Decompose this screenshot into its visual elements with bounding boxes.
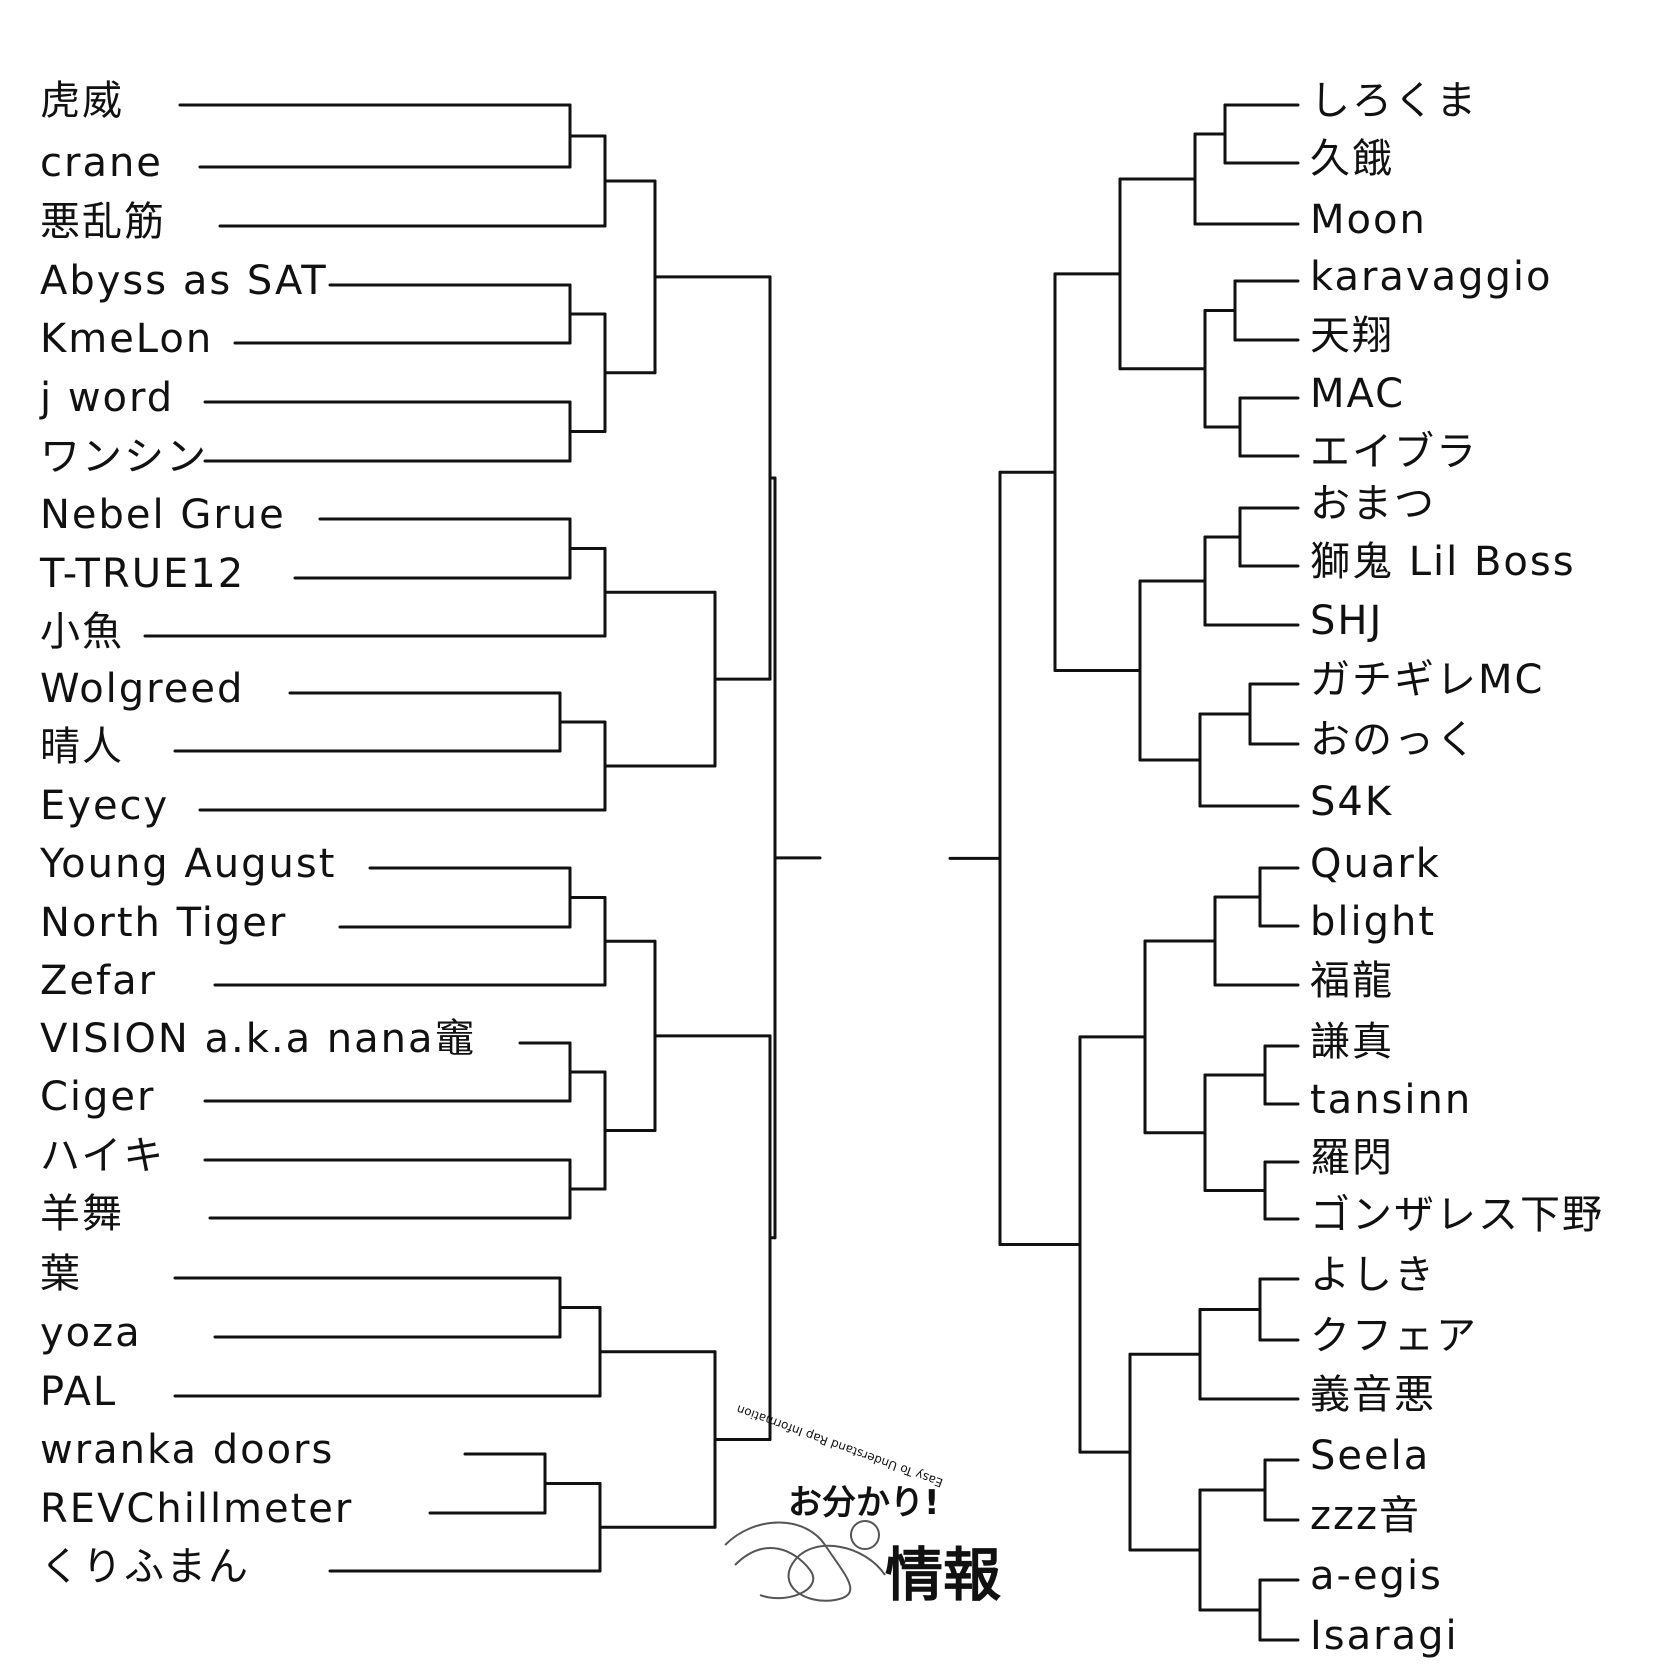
right-entrant-name: 義音悪 [1310,1372,1436,1418]
left-entrant-name: crane [40,140,163,186]
left-entrant-name: KmeLon [40,316,214,362]
right-entrant-name: 天翔 [1310,313,1394,359]
logo-swirl-icon [724,1520,886,1602]
right-entrant-name: S4K [1310,779,1394,825]
left-entrant-name: Abyss as SAT [40,258,328,304]
left-entrant-name: T-TRUE12 [40,551,246,597]
left-entrant-name: くりふまん [40,1544,250,1590]
left-entrant-name: PAL [40,1369,118,1415]
left-entrant-name: North Tiger [40,900,288,946]
right-entrant-name: よしき [1310,1252,1436,1298]
left-entrant-name: Zefar [40,958,158,1004]
left-entrant-name: 小魚 [40,609,124,655]
right-entrant-name: blight [1310,899,1437,945]
right-entrant-name: Moon [1310,197,1427,243]
logo-top-text: お分かり! [788,1483,940,1523]
right-entrant-name: クフェア [1310,1313,1478,1359]
right-entrant-name: Isaragi [1310,1613,1459,1659]
left-entrant-name: VISION a.k.a nana竈 [40,1016,477,1062]
right-entrant-name: MAC [1310,371,1406,417]
left-entrant-name: 悪乱筋 [40,199,166,245]
right-entrant-name: SHJ [1310,598,1384,644]
left-entrant-name: Nebel Grue [40,492,286,538]
left-entrant-name: 羊舞 [40,1191,124,1237]
left-entrant-name: Young August [40,841,337,887]
right-entrant-name: 久餓 [1310,136,1394,182]
left-entrant-name: REVChillmeter [40,1486,354,1532]
left-entrant-name: j word [40,375,175,421]
left-entrant-name: Eyecy [40,783,170,829]
right-entrant-name: しろくま [1310,78,1478,124]
right-entrant-name: Quark [1310,841,1441,887]
right-entrant-name: おまつ [1310,481,1436,527]
right-entrant-name: ゴンザレス下野 [1310,1192,1604,1238]
left-entrant-name: ワンシン [40,434,208,480]
left-entrant-name: 晴人 [40,724,124,770]
right-entrant-name: a-egis [1310,1553,1443,1599]
right-entrant-name: karavaggio [1310,254,1553,300]
right-entrant-name: 福龍 [1310,958,1394,1004]
left-entrant-name: wranka doors [40,1427,335,1473]
right-entrant-name: ガチギレMC [1310,657,1545,703]
right-entrant-name: 獅鬼 Lil Boss [1310,539,1576,585]
logo: お分かり! 情報 Easy To Understand Rap Informat… [715,1402,1035,1620]
right-entrant-name: zzz音 [1310,1493,1421,1539]
right-entrant-name: エイブラ [1310,429,1478,475]
logo-main-text: 情報 [885,1541,1002,1609]
left-entrant-name: yoza [40,1310,142,1356]
right-entrant-name: tansinn [1310,1077,1473,1123]
left-entrant-name: 葉 [40,1251,82,1297]
right-entrant-name: おのっく [1310,717,1478,763]
left-entrant-name: Ciger [40,1074,156,1120]
right-entrant-name: Seela [1310,1433,1431,1479]
left-entrant-name: Wolgreed [40,666,245,712]
right-entrant-name: 謙真 [1310,1019,1394,1065]
left-entrant-name: 虎威 [40,78,124,124]
left-entrant-name: ハイキ [40,1133,166,1179]
right-entrant-name: 羅閃 [1310,1135,1394,1181]
